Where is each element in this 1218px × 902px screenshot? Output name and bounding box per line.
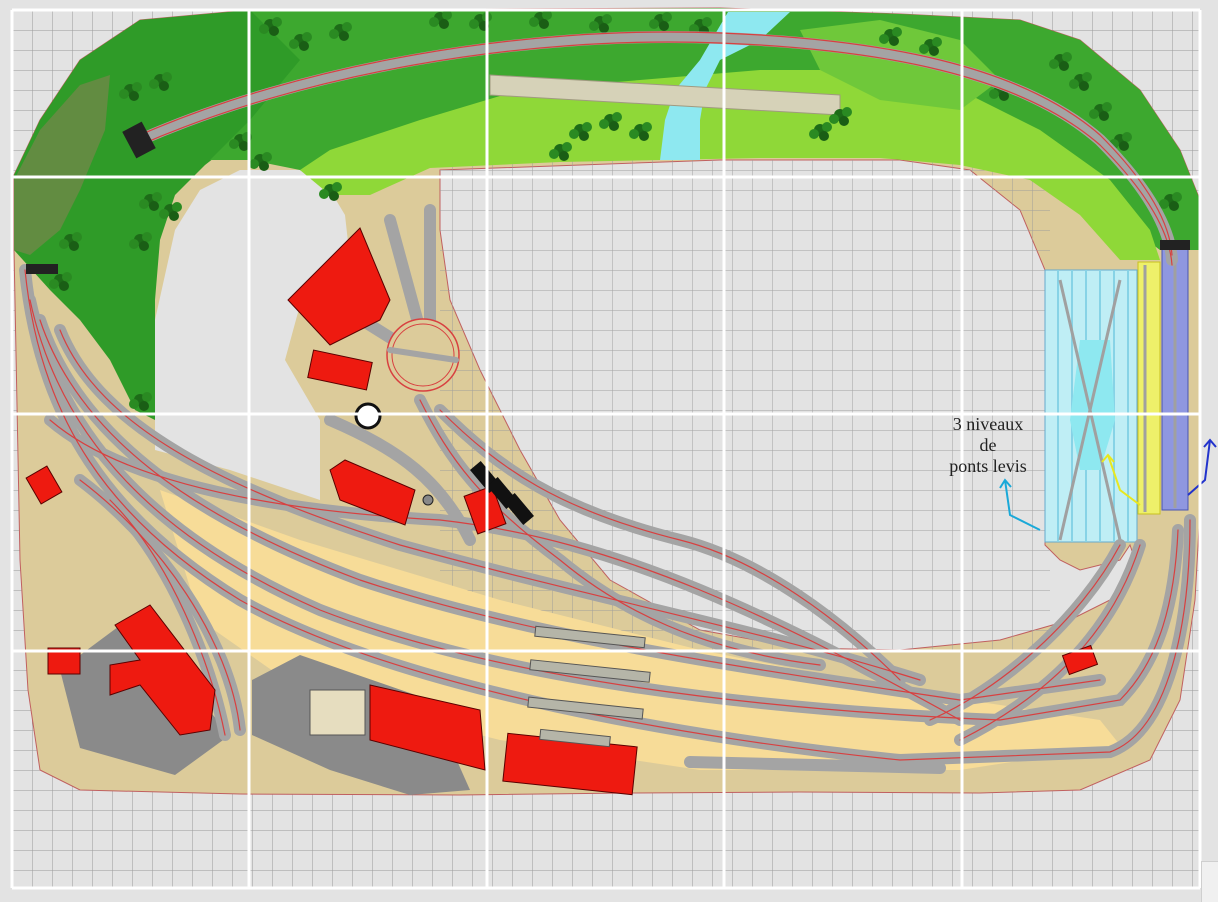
drawbridge-level-2 <box>1137 261 1161 515</box>
concrete-pad <box>309 689 366 736</box>
track-network <box>19 30 1196 774</box>
platforms <box>527 625 651 748</box>
drawbridge-annotation: 3 niveaux de ponts levis <box>926 414 1050 477</box>
annotation-arrows <box>999 438 1217 531</box>
river <box>660 12 790 160</box>
tunnel-portal-top <box>122 121 156 159</box>
annotation-line-1: 3 niveaux <box>952 414 1024 434</box>
annotation-line-2: de <box>979 435 997 455</box>
signal-post <box>422 494 434 506</box>
operator-aisle <box>155 170 350 500</box>
buildings <box>25 227 1099 796</box>
water-tower <box>354 402 382 430</box>
tunnel-portal-left <box>26 264 58 274</box>
rock-face <box>14 75 110 255</box>
tunnel-portal-right <box>1160 240 1190 250</box>
scrollbar-corner[interactable] <box>1201 861 1218 902</box>
major-grid <box>10 8 1202 890</box>
drawbridge-tracks <box>1058 250 1177 541</box>
roundhouse <box>287 227 391 346</box>
meadow-top <box>300 70 1160 260</box>
rolling-stock <box>469 461 535 525</box>
concrete-area-left <box>60 618 230 775</box>
annotation-line-3: ponts levis <box>949 456 1027 476</box>
